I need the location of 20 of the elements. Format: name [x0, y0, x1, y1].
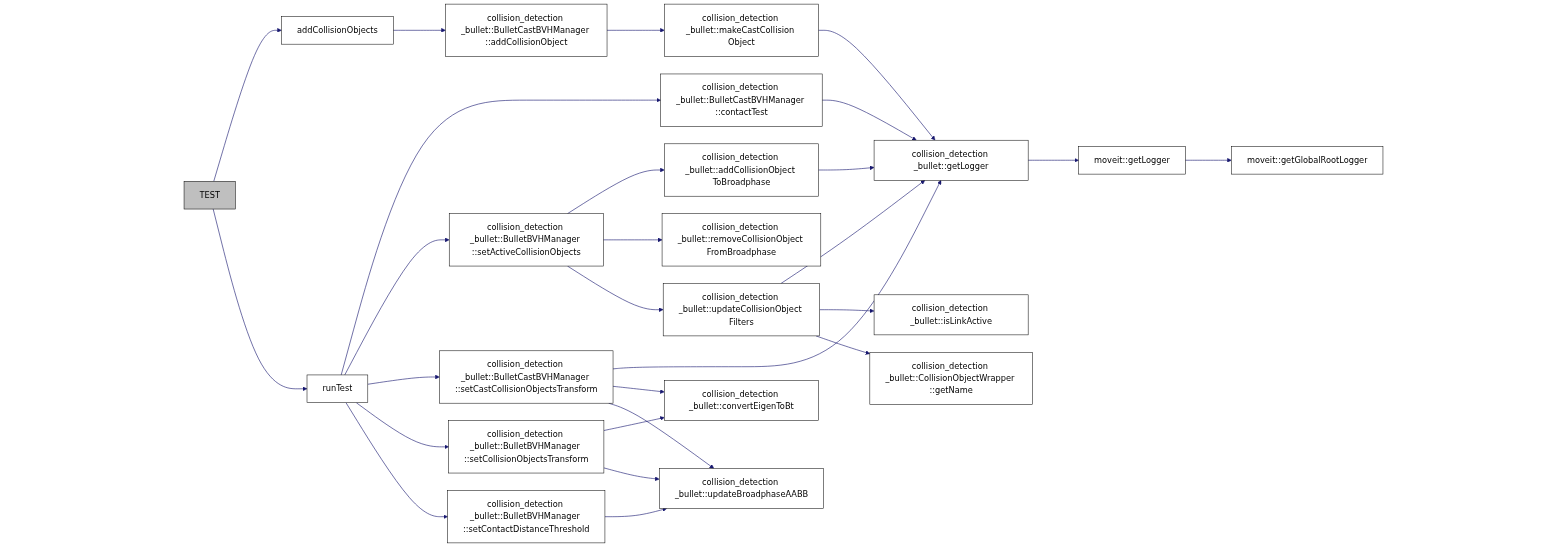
- node-box: moveit::getGlobalRootLogger: [1231, 146, 1384, 175]
- node-box: collision_detection _bullet::getLogger: [873, 139, 1029, 181]
- node-box: collision_detection _bullet::BulletCastBVHManager ::setCastCollisionObjectsTransform: [439, 350, 614, 404]
- node-box: collision_detection _bullet::BulletBVHManager ::setContactDistanceThreshold: [447, 490, 606, 544]
- node-box: collision_detection _bullet::BulletCastBVHManager ::addCollisionObject: [445, 3, 608, 57]
- node-box: collision_detection _bullet::BulletBVHManager ::setActiveCollisionObjects: [448, 213, 604, 267]
- node-box: collision_detection _bullet::BulletCastBVHManager ::contactTest: [660, 73, 823, 127]
- node-box: TEST: [183, 181, 236, 210]
- node-box: collision_detection _bullet::convertEigenToBt: [664, 380, 819, 421]
- node-box: addCollisionObjects: [281, 16, 394, 45]
- node-box: collision_detection _bullet::updateBroadphaseAABB: [659, 468, 824, 509]
- node-box: collision_detection _bullet::makeCastCollision Object: [664, 3, 819, 57]
- node-box: collision_detection _bullet::removeCollisionObject FromBroadphase: [661, 213, 822, 267]
- node-box: collision_detection _bullet::addCollisionObject ToBroadphase: [664, 143, 819, 197]
- node-box: collision_detection _bullet::BulletBVHManager ::setCollisionObjectsTransform: [448, 420, 605, 474]
- node-box: collision_detection _bullet::CollisionObjectWrapper ::getName: [869, 352, 1033, 405]
- node-box: collision_detection _bullet::updateCollisionObject Filters: [662, 283, 820, 337]
- node-box: runTest: [306, 374, 369, 403]
- node-box: collision_detection _bullet::isLinkActive: [873, 294, 1029, 336]
- node-box: moveit::getLogger: [1078, 146, 1186, 175]
